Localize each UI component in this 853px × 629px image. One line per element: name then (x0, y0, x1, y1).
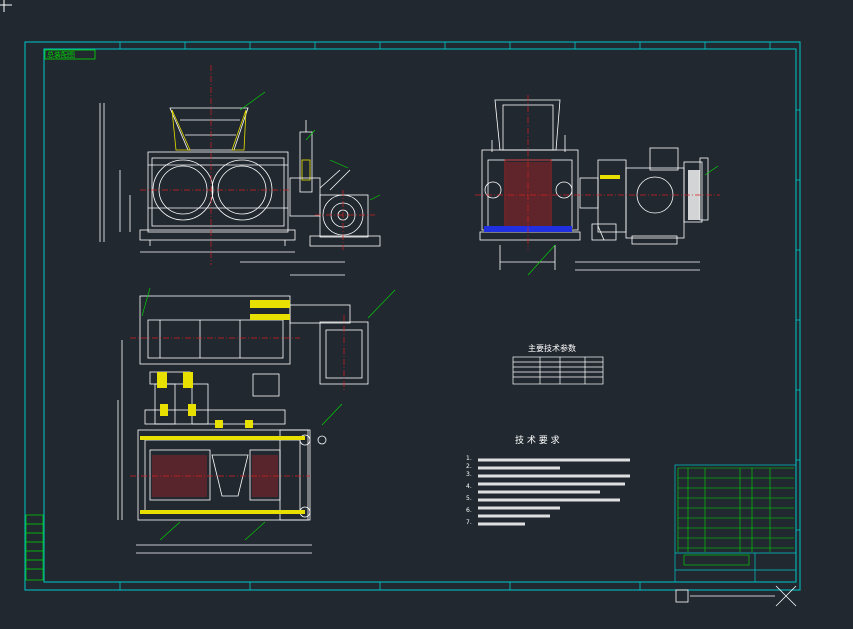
tech-requirements-title: 技 术 要 求 (515, 436, 560, 446)
tech-requirement-lines (478, 458, 630, 526)
req-number: 4. (466, 483, 472, 490)
req-number: 7. (466, 519, 472, 526)
side-view-fill (484, 162, 700, 232)
plan-leaders (141, 287, 396, 541)
sheet-frame (24, 41, 801, 591)
side-leaders (527, 165, 719, 276)
side-view-centerlines (475, 95, 720, 250)
side-view (479, 99, 709, 271)
params-table (512, 356, 604, 385)
req-number: 1. (466, 455, 472, 462)
plan-view-centerlines (130, 315, 345, 477)
front-leaders (239, 91, 381, 201)
req-number: 5. (466, 495, 472, 502)
title-tag-box (44, 49, 96, 60)
params-table-title: 主要技术参数 (528, 344, 576, 353)
front-view-centerlines (140, 65, 375, 265)
plan-view (117, 295, 369, 554)
req-number: 3. (466, 471, 472, 478)
corner-mark (0, 0, 12, 12)
req-number: 6. (466, 507, 472, 514)
req-number: 2. (466, 463, 472, 470)
tech-requirements-numbers: 1. 2. 3. 4. 5. 6. 7. (466, 455, 478, 527)
title-block (674, 464, 797, 583)
parts-list-rows (677, 467, 794, 552)
side-stamp-block (25, 514, 44, 581)
drawing-name-box (683, 554, 750, 566)
plan-view-fill (140, 300, 305, 514)
zone-ticks (119, 42, 800, 590)
front-view (99, 103, 381, 276)
title-tag: 总装配图 (47, 51, 75, 59)
corner-symbol (675, 585, 797, 607)
